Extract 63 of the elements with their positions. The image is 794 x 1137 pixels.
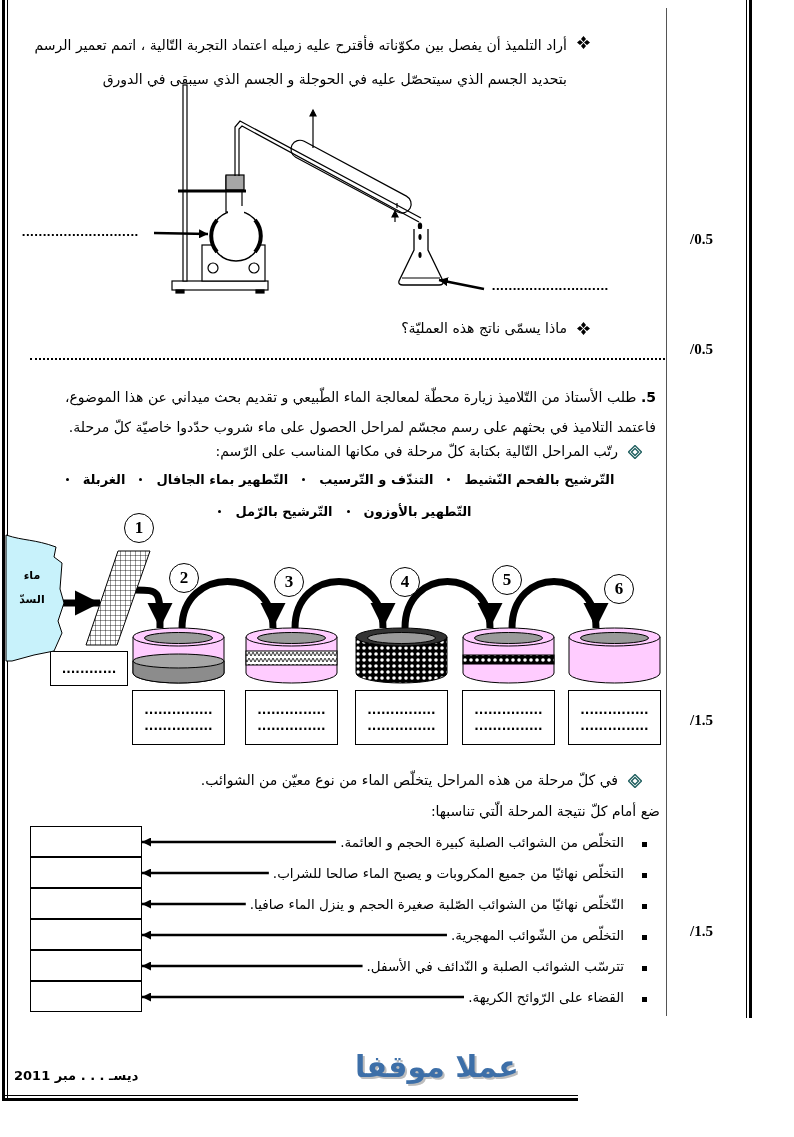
fill-in-line: ............................ <box>491 278 609 295</box>
statement-text: القضاء على الرّوائح الكريهة. <box>468 988 624 1005</box>
fill-in-line: ............... <box>474 701 543 718</box>
statement-text: التخلّص نهائيّا من جميع المكروبات و يصبح الماء صالحا للشراب. <box>272 864 624 881</box>
statement-text: تترسّب الشوائب الصلبة و النّدائف في الأسفل. <box>366 957 624 974</box>
stage-name: التندّف و التّرسيب <box>319 471 434 489</box>
arrow <box>153 229 209 239</box>
stage-name: التّرشيح بالرّمل <box>235 503 333 521</box>
arrow <box>62 590 100 616</box>
arrow <box>178 578 283 629</box>
answer-box <box>30 980 142 1012</box>
fill-in-line: ............... <box>144 717 213 734</box>
arrow <box>438 277 485 291</box>
good-luck-text: عملا موقفا <box>355 1048 519 1086</box>
fill-in-line: ............... <box>144 701 213 718</box>
arrow <box>135 586 173 628</box>
statement-text: التخلّص من الشوائب الصلبة كبيرة الحجم و العائمة. <box>340 833 624 850</box>
stage-name: التّطهير بالأوزون <box>363 502 472 521</box>
instruction-text: رتّب المراحل التّالية بكتابة كلّ مرحلة في مكانها المناسب على الرّسم: <box>215 442 618 462</box>
fill-in-line: ............... <box>257 717 326 734</box>
arrow <box>142 899 246 908</box>
step-number: 6 <box>604 574 634 604</box>
question-text: أراد التلميذ أن يفصل بين مكوّناته فأقترح عليه زميله اعتماد التجربة التّالية ، اتمم تعمير الرسم بتحديد الجسم الذي سيتحصّل عليه في الحوجلة و الجسم الذي سيبقى في الدورق <box>33 34 567 90</box>
instruction-text: في كلّ مرحلة من هذه المراحل يتخلّص الماء من نوع معيّن من الشوائب. <box>200 770 618 791</box>
fill-in-line: ............... <box>257 701 326 718</box>
arrow <box>508 578 606 629</box>
arrow <box>142 930 447 939</box>
arrow <box>142 837 337 846</box>
date-text: ديسـ . . . مبر 2011 <box>14 1067 139 1085</box>
step-number: 3 <box>274 567 304 597</box>
fill-in-line: ............ <box>61 660 117 677</box>
stage-name: التّطهير بماء الجافال <box>156 471 289 489</box>
statement-text: التّخلّص نهائيّا من الشوائب الصّلبة صغيرة الحجم و ينزل الماء صافيا. <box>249 895 624 912</box>
answer-box <box>30 918 142 950</box>
statement-text: التخلّص من الشّوائب المهجرية. <box>450 926 624 943</box>
step-number: 1 <box>124 513 154 543</box>
fill-in-line: ............... <box>367 717 436 734</box>
question-text: ماذا يسمّى ناتج هذه العمليّة؟ <box>401 319 567 339</box>
score-mark: /0.5 <box>690 340 713 359</box>
answer-box <box>30 949 142 981</box>
arrow <box>142 868 269 877</box>
arrow <box>291 578 393 629</box>
arrow <box>142 992 465 1001</box>
fill-in-line: ............................ <box>21 224 139 241</box>
arrow <box>401 578 500 629</box>
arrow <box>142 961 363 970</box>
score-mark: /1.5 <box>690 922 713 941</box>
fill-in-line: ............... <box>474 717 543 734</box>
water-source-label: ماء السدّ <box>19 569 45 606</box>
answer-box <box>30 887 142 919</box>
step-number: 5 <box>492 565 522 595</box>
fill-in-line: ............... <box>580 717 649 734</box>
stage-name: التّرشيح بالفحم النّشيط <box>464 471 615 489</box>
score-mark: /1.5 <box>690 711 713 730</box>
answer-box <box>30 826 142 857</box>
instruction-text: ضع أمام كلّ نتيجة المرحلة الّتي تناسبها: <box>430 803 660 819</box>
score-mark: /0.5 <box>690 230 713 249</box>
step-number: 4 <box>390 567 420 597</box>
step-number: 2 <box>169 563 199 593</box>
fill-in-line: ............... <box>580 701 649 718</box>
stage-name: الغربلة <box>82 471 126 489</box>
fill-in-line: ............... <box>367 701 436 718</box>
answer-box <box>30 856 142 888</box>
